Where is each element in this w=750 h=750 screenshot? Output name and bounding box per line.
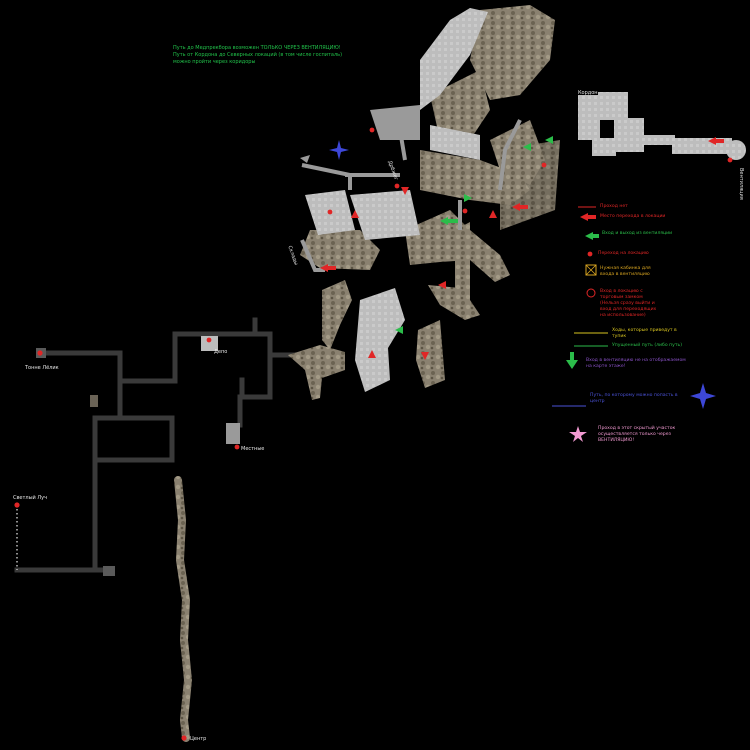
legend-item-cabin: Нужная кабинка для входа в вентиляцию xyxy=(600,266,651,277)
legend-item-location-dot: Переход на локацию xyxy=(598,251,649,256)
legend-item-center-path: Путь, по которому можно попасть в центр xyxy=(590,393,678,404)
kordon-building xyxy=(578,92,746,160)
rocky-trail xyxy=(174,476,193,742)
corridor-room xyxy=(90,395,98,407)
transition-arrows xyxy=(300,136,724,360)
legend-item-no-pass: Проход нет xyxy=(600,204,628,209)
note-corridors: Путь от Кордона до Северных локаций (в т… xyxy=(173,52,343,65)
label-tunnel: Тонне Лёлик xyxy=(25,365,59,371)
label-ventilation: Вентиляция xyxy=(738,168,744,200)
legend-item-floor-entry: Вход в вентиляцию не на отображаемом на … xyxy=(586,358,686,369)
label-tsentr: Центр xyxy=(190,736,207,742)
connecting-paths xyxy=(300,119,522,272)
legend-item-hidden-area: Проход в этот скрытый участок осуществля… xyxy=(598,426,676,443)
label-svetly-luch: Светлый Луч xyxy=(12,495,48,501)
legend-item-dead-end: Ходы, которые приведут в тупик xyxy=(612,328,677,339)
legend-item-ventilation-exit: Вход и выход из вентиляции xyxy=(602,231,673,236)
location-dots xyxy=(14,127,733,741)
legend-item-locked-entry: Вход в локацию с торговым замком (Нельзя… xyxy=(600,289,657,318)
mestny-building xyxy=(226,423,240,444)
corridor-room xyxy=(103,566,115,576)
label-kordon: Кордон xyxy=(578,90,598,96)
compass-star-icon xyxy=(329,140,349,160)
label-mestny: Местные xyxy=(241,446,265,452)
label-depo: Депо xyxy=(214,349,228,355)
legend-symbols xyxy=(552,206,716,442)
note-ventilation: Путь до Медпрекбора возможен ТОЛЬКО ЧЕРЕ… xyxy=(173,45,341,51)
corridor-network xyxy=(14,317,298,573)
legend-item-missed-path: Упущенный путь (либо путь) xyxy=(612,343,683,348)
legend-item-transition: Место перехода в локации xyxy=(600,214,666,219)
depo-building xyxy=(201,336,218,351)
